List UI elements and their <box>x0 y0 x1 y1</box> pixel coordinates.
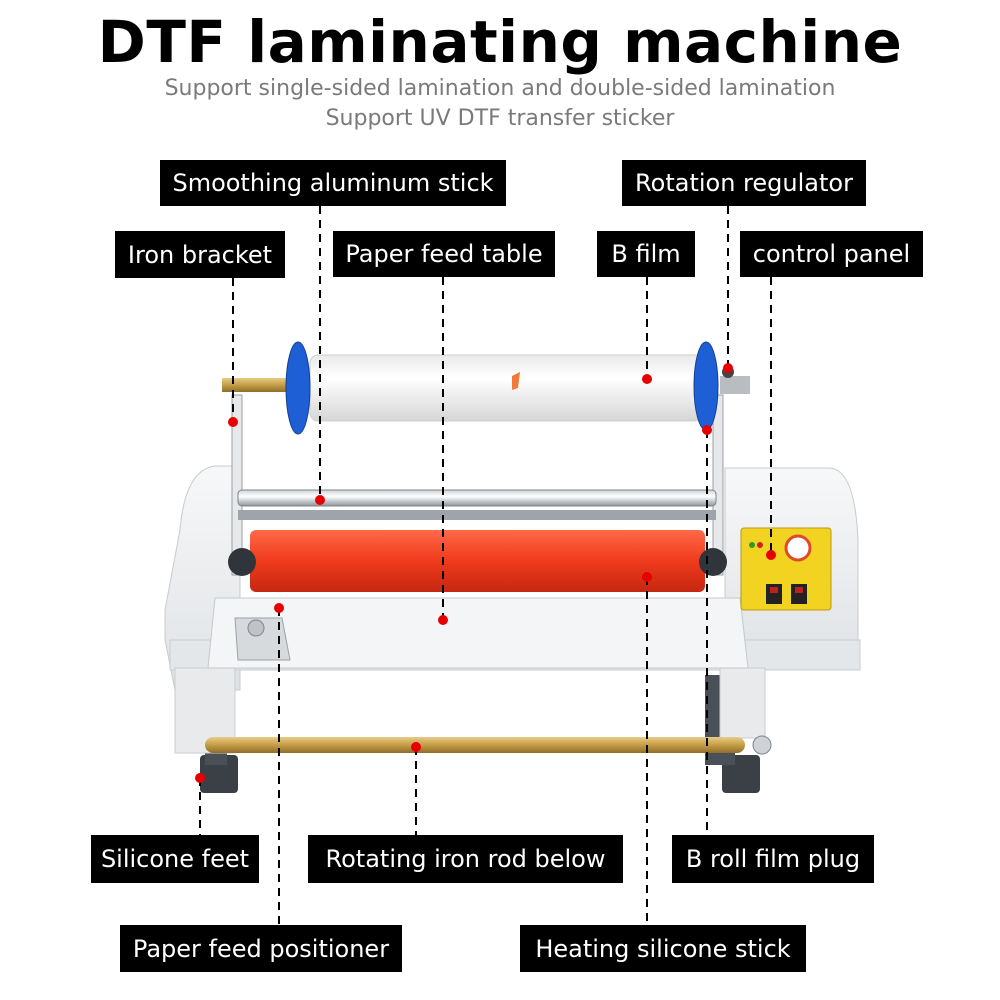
label-rotating-iron-rod: Rotating iron rod below <box>308 835 623 883</box>
label-b-film: B film <box>597 231 695 277</box>
subtitle-uv-dtf: Support UV DTF transfer sticker <box>325 106 675 131</box>
temperature-dial <box>784 534 812 562</box>
marker-b-roll-plug <box>702 425 712 435</box>
label-rotation-regulator: Rotation regulator <box>622 160 866 206</box>
marker-dots <box>195 363 776 783</box>
smoothing-aluminum-stick <box>237 489 717 507</box>
label-silicone-feet: Silicone feet <box>91 835 259 883</box>
subtitle-single-double: Support single-sided lamination and doub… <box>164 76 836 101</box>
marker-heating-stick <box>642 572 652 582</box>
page-title: DTF laminating machine <box>97 8 903 76</box>
heating-silicone-roller <box>250 530 705 592</box>
label-b-roll-film-plug: B roll film plug <box>672 835 874 883</box>
b-film-roll <box>309 354 703 422</box>
rotating-iron-rod <box>205 737 745 753</box>
marker-iron-bracket <box>228 417 238 427</box>
marker-paper-feed-table <box>438 615 448 625</box>
label-control-panel: control panel <box>740 231 923 277</box>
control-panel-plate <box>740 527 832 611</box>
marker-rotation-regulator <box>723 363 733 373</box>
marker-silicone-feet <box>195 773 205 783</box>
spool-left <box>285 341 311 435</box>
paper-feed-table <box>207 597 749 669</box>
marker-b-film <box>642 374 652 384</box>
leader-lines <box>199 206 772 925</box>
marker-control-panel <box>766 550 776 560</box>
marker-rotating-rod <box>411 742 421 752</box>
label-paper-feed-table: Paper feed table <box>333 231 555 277</box>
film-roll-shaft <box>222 378 302 392</box>
marker-smoothing-stick <box>315 495 325 505</box>
label-smoothing-aluminum-stick: Smoothing aluminum stick <box>160 160 506 206</box>
marker-paper-positioner <box>274 603 284 613</box>
label-heating-silicone-stick: Heating silicone stick <box>520 925 806 972</box>
label-iron-bracket: Iron bracket <box>115 231 285 278</box>
spool-right <box>693 341 719 431</box>
label-paper-feed-positioner: Paper feed positioner <box>120 925 402 972</box>
